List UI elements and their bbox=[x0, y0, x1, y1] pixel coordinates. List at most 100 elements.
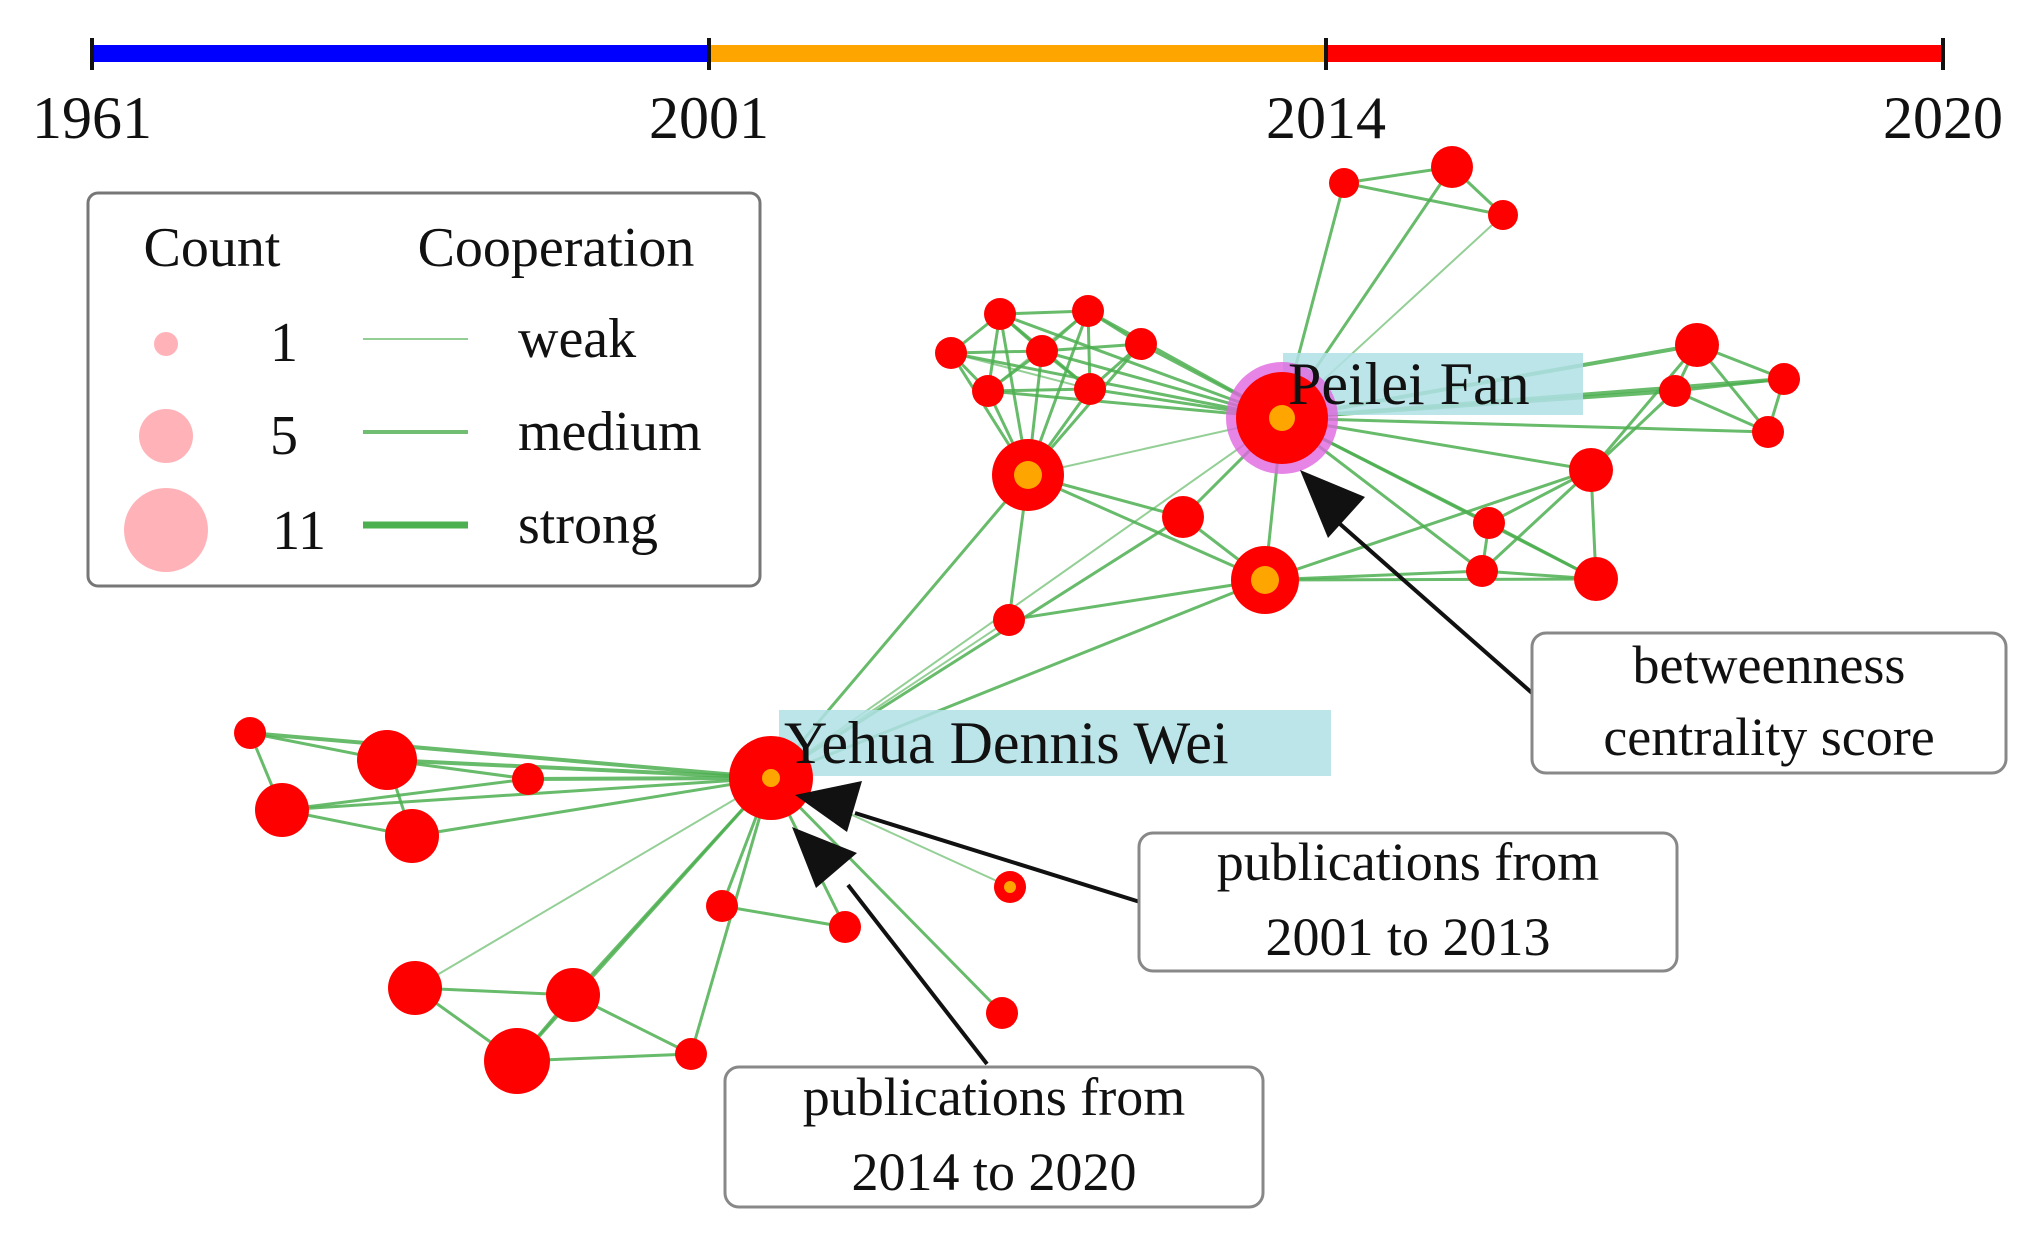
node-n-l5 bbox=[385, 809, 439, 863]
node-outer-n-l2 bbox=[357, 730, 417, 790]
legend-count-marker-1 bbox=[154, 332, 178, 356]
legend-count-value-1: 1 bbox=[270, 312, 298, 374]
node-outer-n-ca1 bbox=[984, 298, 1016, 330]
node-outer-n-r1 bbox=[1675, 323, 1719, 367]
node-outer-n-top2 bbox=[1431, 146, 1473, 188]
fan-label: Peilei Fan bbox=[1288, 351, 1530, 417]
node-n-r7 bbox=[1466, 555, 1498, 587]
node-outer-n-b8 bbox=[986, 997, 1018, 1029]
node-n-l4 bbox=[255, 783, 309, 837]
node-outer-n-r8 bbox=[1574, 557, 1618, 601]
callout-betweenness-box bbox=[1530, 631, 2008, 775]
node-n-ca6 bbox=[972, 375, 1004, 407]
timeline-label-1961: 1961 bbox=[32, 85, 152, 151]
timeline-label-2001: 2001 bbox=[649, 85, 769, 151]
node-outer-n-b7 bbox=[675, 1038, 707, 1070]
node-inner-n-left-mid bbox=[1014, 461, 1042, 489]
edge-n-ca4-n-ca5 bbox=[1040, 342, 1143, 353]
node-inner-fan bbox=[1269, 405, 1295, 431]
node-outer-n-ca4 bbox=[1026, 335, 1058, 367]
timeline-label-2014: 2014 bbox=[1266, 85, 1386, 151]
edge-n-l4-n-l3 bbox=[280, 777, 530, 812]
node-outer-n-r3 bbox=[1768, 363, 1800, 395]
node-outer-n-b1 bbox=[706, 890, 738, 922]
edge-wei-n-l5 bbox=[410, 776, 773, 838]
node-outer-n-mid1 bbox=[1162, 496, 1204, 538]
edge-n-r5-n-r7 bbox=[1480, 468, 1593, 573]
node-n-l1 bbox=[234, 717, 266, 749]
node-outer-n-ca5 bbox=[1125, 328, 1157, 360]
node-outer-n-ca6 bbox=[972, 375, 1004, 407]
edge-n-r1-n-r5 bbox=[1589, 343, 1699, 472]
node-outer-n-r6 bbox=[1473, 507, 1505, 539]
callout-betweenness-line2: centrality score bbox=[1603, 707, 1934, 767]
callout-pub-2001-line2: 2001 to 2013 bbox=[1265, 907, 1550, 967]
wei-label: Yehua Dennis Wei bbox=[784, 710, 1229, 776]
node-outer-n-top3 bbox=[1488, 200, 1518, 230]
node-n-top2 bbox=[1431, 146, 1473, 188]
node-outer-n-r5 bbox=[1569, 448, 1613, 492]
edge-n-ca3-n-ca7 bbox=[950, 352, 1091, 390]
callout-betweenness: betweenness centrality score bbox=[1530, 631, 2008, 775]
node-n-top1 bbox=[1329, 168, 1359, 198]
node-wei bbox=[729, 736, 813, 820]
node-fan bbox=[1226, 362, 1338, 474]
node-n-b1 bbox=[706, 890, 738, 922]
arrow-pub-2001-shaft bbox=[854, 811, 1141, 904]
annotation-arrows bbox=[792, 470, 1534, 1066]
timeline-label-2020: 2020 bbox=[1883, 85, 2003, 151]
legend-cooperation-weak: weak bbox=[518, 308, 636, 370]
legend-count-marker-5 bbox=[139, 409, 193, 463]
edge-n-top1-n-top3 bbox=[1342, 181, 1505, 217]
node-outer-n-ca3 bbox=[935, 337, 967, 369]
edge-fan-n-r4 bbox=[1280, 416, 1770, 434]
node-inner-wei bbox=[762, 769, 780, 787]
node-n-b5 bbox=[546, 968, 600, 1022]
edge-n-r2-n-r3 bbox=[1673, 377, 1786, 393]
timeline: 1961 2001 2014 2020 bbox=[32, 38, 2003, 151]
node-n-top3 bbox=[1488, 200, 1518, 230]
edge-n-mid3-n-mid2 bbox=[1007, 578, 1267, 622]
edge-wei-n-b8 bbox=[769, 776, 1004, 1015]
callout-pub-2014: publications from 2014 to 2020 bbox=[723, 1065, 1265, 1209]
node-n-b7 bbox=[675, 1038, 707, 1070]
timeline-segment-1961-2001 bbox=[92, 45, 709, 62]
node-n-l3 bbox=[512, 763, 544, 795]
legend-count-value-11: 11 bbox=[272, 500, 326, 562]
callout-pub-2001: publications from 2001 to 2013 bbox=[1137, 831, 1679, 973]
arrow-betweenness-shaft bbox=[1338, 522, 1534, 695]
edge-n-left-mid-n-mid2 bbox=[1026, 473, 1267, 582]
edge-n-mid2-n-r5 bbox=[1263, 468, 1593, 582]
node-outer-n-ca2 bbox=[1072, 295, 1104, 327]
node-n-mid2 bbox=[1231, 546, 1299, 614]
edge-wei-n-l2 bbox=[385, 758, 773, 780]
wei-label-highlight bbox=[779, 710, 1331, 776]
arrow-pub-2014-head bbox=[792, 827, 857, 888]
legend: Count Cooperation 1 5 11 weak medium str… bbox=[86, 191, 762, 588]
node-n-ca1 bbox=[984, 298, 1016, 330]
arrow-pub-2001-head bbox=[795, 781, 862, 832]
network-nodes bbox=[234, 146, 1800, 1094]
edge-n-b1-n-b2 bbox=[720, 904, 847, 929]
node-outer-n-b6 bbox=[484, 1028, 550, 1094]
edge-fan-n-ca3 bbox=[949, 351, 1284, 420]
node-n-b6 bbox=[484, 1028, 550, 1094]
node-n-ca4 bbox=[1026, 335, 1058, 367]
edge-n-r2-n-r4 bbox=[1673, 389, 1770, 434]
legend-count-marker-11 bbox=[124, 488, 208, 572]
node-n-ca3 bbox=[935, 337, 967, 369]
node-outer-n-ca7 bbox=[1074, 373, 1106, 405]
node-n-r5 bbox=[1569, 448, 1613, 492]
node-n-r3 bbox=[1768, 363, 1800, 395]
node-n-l2 bbox=[357, 730, 417, 790]
node-n-b4 bbox=[388, 961, 442, 1015]
callout-pub-2014-line2: 2014 to 2020 bbox=[851, 1142, 1136, 1202]
timeline-segment-2014-2020 bbox=[1326, 45, 1943, 62]
node-outer-n-b4 bbox=[388, 961, 442, 1015]
node-n-r8 bbox=[1574, 557, 1618, 601]
legend-cooperation-header: Cooperation bbox=[418, 217, 695, 279]
legend-count-value-5: 5 bbox=[270, 405, 298, 467]
legend-box bbox=[86, 191, 762, 588]
legend-count-header: Count bbox=[144, 217, 281, 279]
